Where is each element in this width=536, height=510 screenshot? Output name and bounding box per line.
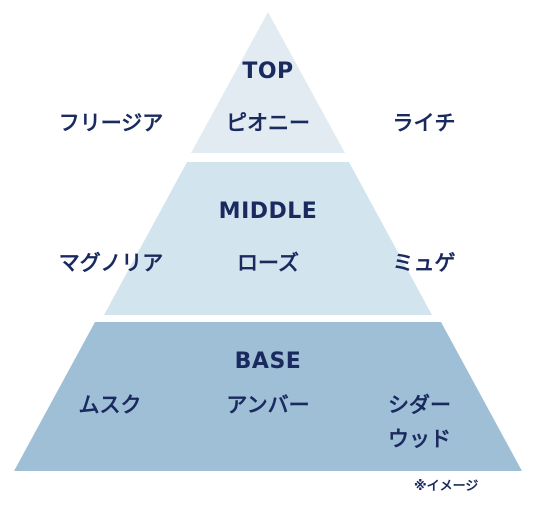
middle-note-right: ミュゲ xyxy=(392,251,456,275)
top-note-left: フリージア xyxy=(58,111,164,135)
base-note-center: アンバー xyxy=(226,393,310,417)
base-note-right: シダー ウッド xyxy=(388,393,451,451)
top-tier-label: TOP xyxy=(242,59,294,84)
top-tier-shape xyxy=(191,12,345,153)
base-tier-shape xyxy=(14,322,522,471)
middle-note-left: マグノリア xyxy=(58,251,164,275)
base-note-left: ムスク xyxy=(78,393,142,417)
top-note-center: ピオニー xyxy=(226,111,310,135)
top-note-right: ライチ xyxy=(392,111,456,135)
middle-tier-shape xyxy=(104,162,432,315)
middle-tier-label: MIDDLE xyxy=(218,199,318,224)
middle-note-center: ローズ xyxy=(237,251,299,275)
image-disclaimer-caption: ※イメージ xyxy=(414,479,479,494)
base-tier-label: BASE xyxy=(234,349,302,374)
